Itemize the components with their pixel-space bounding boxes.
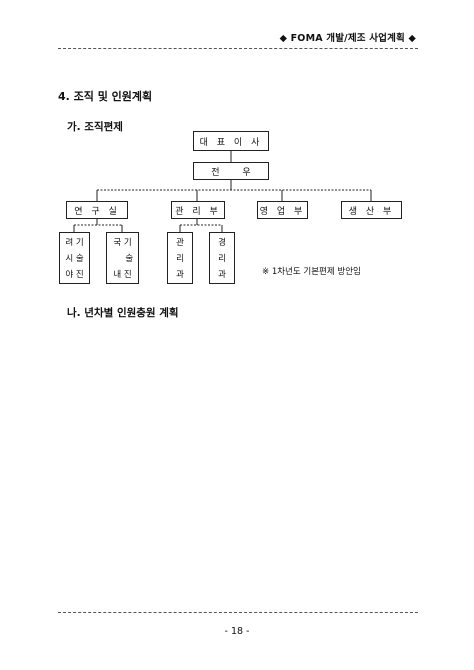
org-box-dept-production: 생 산 부 [341, 201, 402, 219]
subsection-org-title: 가. 조직편제 [67, 121, 123, 133]
org-box-team-2: 국 기 술 내 진 [106, 232, 139, 284]
org-box-dept-research: 연 구 실 [66, 201, 128, 219]
org-note: ※ 1차년도 기본편제 방안임 [262, 267, 361, 277]
team-4-line-1: 경 [218, 238, 226, 248]
team-2-line-1: 국 기 [113, 238, 132, 248]
section-title: 4. 조직 및 인원계획 [58, 90, 153, 103]
team-3-line-2: 리 [176, 254, 184, 264]
team-1-line-3: 야 진 [65, 270, 84, 280]
team-1-line-1: 려 기 [65, 238, 84, 248]
org-box-team-3: 관 리 과 [167, 232, 193, 284]
org-box-dept-sales: 영 업 부 [257, 201, 308, 219]
team-1-line-2: 시 술 [65, 254, 84, 264]
org-box-dept-admin: 관 리 부 [171, 201, 225, 219]
team-3-line-3: 과 [176, 270, 184, 280]
team-4-line-2: 리 [218, 254, 226, 264]
subsection-staffing-title: 나. 년차별 인원충원 계획 [67, 307, 179, 319]
org-box-exec-label: 전 우 [211, 167, 251, 178]
org-box-ceo: 대 표 이 사 [193, 131, 269, 151]
team-3-line-1: 관 [176, 238, 184, 248]
team-2-line-2: 술 [111, 254, 134, 264]
header-divider [58, 48, 418, 49]
org-box-team-1: 려 기 시 술 야 진 [59, 232, 90, 284]
footer-divider [58, 612, 418, 613]
page-number: - 18 - [224, 626, 250, 637]
team-4-line-3: 과 [218, 270, 226, 280]
org-box-team-4: 경 리 과 [209, 232, 235, 284]
org-box-exec: 전 우 [193, 162, 269, 180]
header-title: ◆ FOMA 개발/제조 사업계획 ◆ [279, 33, 416, 44]
team-2-line-3: 내 진 [113, 270, 132, 280]
